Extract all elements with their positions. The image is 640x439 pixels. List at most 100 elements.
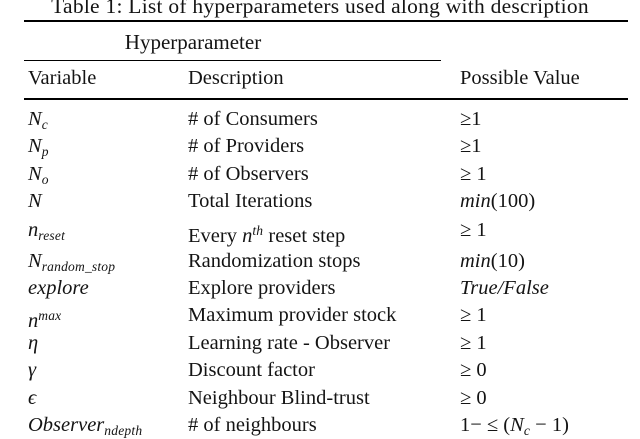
text-segment: Maximum provider stock [188, 304, 397, 326]
group-header-rule [24, 60, 441, 62]
text-segment: η [28, 331, 39, 354]
text-segment: th [252, 222, 264, 238]
value-cell: ≥1 [460, 133, 482, 160]
value-cell: ≥ 1 [460, 217, 487, 244]
text-segment: N [28, 189, 42, 212]
value-cell: ≥ 0 [460, 385, 487, 412]
value-cell: ≥ 0 [460, 357, 487, 384]
text-segment: Discount factor [188, 359, 315, 381]
top-rule [24, 19, 628, 23]
text-segment: p [41, 143, 49, 159]
text-segment: max [38, 308, 62, 323]
text-segment: ≥ 1 [460, 218, 487, 241]
text-segment: random_stop [41, 258, 116, 274]
description-cell: Explore providers [188, 275, 335, 302]
description-cell: Learning rate - Observer [188, 330, 390, 357]
table-row: No # of Observers ≥ 1 [0, 161, 640, 188]
variable-cell: nreset [28, 217, 65, 244]
text-segment: # of Observers [188, 162, 309, 185]
text-segment: ϵ [28, 386, 37, 409]
table-row: Np # of Providers ≥1 [0, 133, 640, 160]
variable-cell: nmax [28, 302, 62, 332]
text-segment: Every [188, 224, 243, 247]
text-segment: reset [38, 227, 66, 243]
text-segment: c [41, 116, 48, 132]
table-row: ϵ Neighbour Blind-trust ≥ 0 [0, 385, 640, 412]
value-cell: 1− ≤ (Nc − 1) [460, 412, 569, 439]
variable-cell: Nrandom_stop [28, 248, 115, 275]
text-segment: (10) [490, 249, 525, 272]
table-caption: Table 1: List of hyperparameters used al… [51, 0, 589, 18]
group-header: Hyperparameter [124, 30, 262, 54]
variable-cell: ϵ [28, 385, 36, 412]
table-row: Nc # of Consumers ≥1 [0, 106, 640, 133]
table-row: nmax Maximum provider stock ≥ 1 [0, 302, 640, 332]
description-cell: # of Observers [188, 161, 309, 188]
table-row: N Total Iterations min(100) [0, 188, 640, 215]
variable-cell: Observerndepth [28, 412, 142, 439]
column-header-possible-value: Possible Value [460, 67, 580, 89]
text-segment: Randomization stops [188, 249, 361, 272]
value-cell: min(100) [460, 188, 535, 215]
description-cell: Randomization stops [188, 248, 361, 275]
text-segment: N [28, 162, 42, 185]
value-cell: True/False [460, 275, 549, 302]
variable-cell: γ [28, 357, 36, 384]
table-row: explore Explore providers True/False [0, 275, 640, 302]
text-segment: c [523, 422, 531, 438]
text-segment: ≥1 [460, 135, 482, 157]
text-segment: N [28, 135, 42, 157]
text-segment: Observer [28, 414, 105, 436]
column-header-variable: Variable [28, 67, 97, 89]
table-row: γ Discount factor ≥ 0 [0, 357, 640, 384]
variable-cell: Nc [28, 106, 48, 133]
text-segment: ≥ 0 [460, 386, 487, 409]
variable-cell: explore [28, 275, 89, 302]
variable-cell: Np [28, 133, 49, 160]
table-row: η Learning rate - Observer ≥ 1 [0, 330, 640, 357]
text-segment: # of Providers [188, 135, 305, 157]
variable-cell: No [28, 161, 49, 188]
text-segment: # of neighbours [188, 414, 317, 436]
text-segment: N [510, 414, 524, 436]
text-segment: n [28, 309, 39, 332]
description-cell: # of Consumers [188, 106, 318, 133]
description-cell: # of neighbours [188, 412, 317, 439]
table-row: Observerndepth # of neighbours 1− ≤ (Nc − … [0, 412, 640, 439]
text-segment: ≥ 1 [460, 304, 487, 326]
header-rule [24, 98, 628, 100]
text-segment: Total Iterations [188, 189, 313, 212]
text-segment: ≥ 0 [460, 359, 487, 381]
description-cell: Every nth reset step [188, 217, 345, 247]
value-cell: ≥ 1 [460, 330, 487, 357]
text-segment: Learning rate - Observer [188, 331, 391, 354]
text-segment: n [28, 218, 39, 241]
text-segment: min [460, 189, 491, 212]
text-segment: Explore providers [188, 276, 336, 299]
description-cell: Maximum provider stock [188, 302, 396, 329]
text-segment: True/False [460, 276, 549, 299]
text-segment: o [41, 171, 49, 187]
text-segment: γ [28, 359, 37, 381]
description-cell: Discount factor [188, 357, 315, 384]
text-segment: ≥ 1 [460, 162, 487, 185]
text-segment: − 1) [530, 414, 569, 436]
text-segment: ≥ 1 [460, 331, 487, 354]
text-segment: ndepth [104, 422, 143, 438]
text-segment: N [28, 249, 42, 272]
value-cell: ≥ 1 [460, 161, 487, 188]
description-cell: Neighbour Blind-trust [188, 385, 370, 412]
text-segment: n [242, 224, 253, 247]
variable-cell: η [28, 330, 38, 357]
description-cell: # of Providers [188, 133, 304, 160]
text-segment: 1− ≤ ( [460, 414, 511, 436]
text-segment: min [460, 249, 491, 272]
description-cell: Total Iterations [188, 188, 312, 215]
variable-cell: N [28, 188, 42, 215]
text-segment: ≥1 [460, 107, 482, 130]
text-segment: (100) [490, 189, 536, 212]
text-segment: N [28, 107, 42, 130]
column-header-description: Description [188, 67, 284, 89]
